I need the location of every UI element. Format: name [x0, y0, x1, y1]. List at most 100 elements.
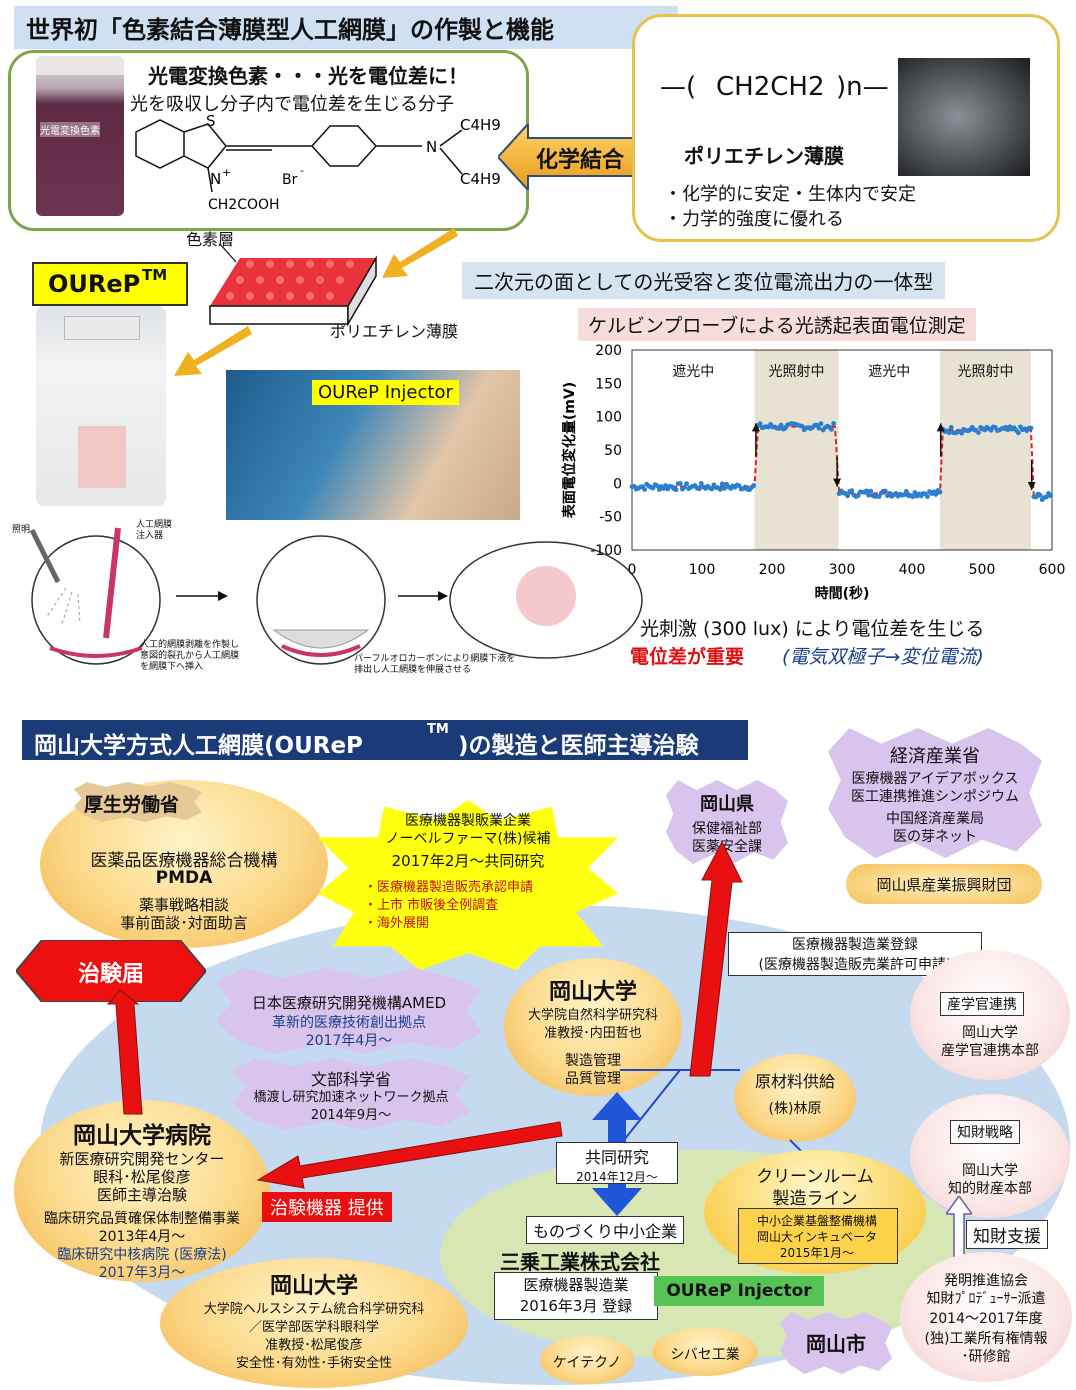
y-tick-label-0: 200 [595, 343, 622, 359]
joint-research-title: 共同研究 [584, 1148, 649, 1167]
pe-formula-right: )n— [836, 72, 889, 102]
sanjo-name: 三乗工業株式会社 [500, 1250, 660, 1274]
data-point-0 [709, 486, 715, 492]
data-point-1 [757, 421, 763, 427]
okayama-pref-title: 岡山県 [700, 794, 754, 815]
data-point-0 [642, 487, 647, 492]
raw-material-title: 原材料供給 [754, 1072, 835, 1091]
data-point-3 [1016, 430, 1021, 436]
pe-heading: ポリエチレン薄膜 [684, 144, 844, 168]
okayama-univ-line-1: 大学院自然科学研究科 [527, 1008, 658, 1023]
joint-research: 共同研究 2014年12月～ [556, 1142, 678, 1184]
okayama-pref-line-1: 保健福祉部 [692, 821, 762, 837]
manufacturer-line-1: 医療機器製造業 [523, 1276, 629, 1294]
data-point-1 [799, 423, 805, 429]
meti-title: 経済産業省 [890, 746, 980, 767]
dye-subheading: 光を吸収し分子内で電位差を生じる分子 [130, 94, 454, 115]
eye-label-step1: 人工的網膜剥離を作製し 意図的裂孔から人工網膜 を網膜下へ挿入 [140, 640, 240, 672]
data-point-1 [831, 420, 836, 426]
data-point-3 [946, 430, 952, 436]
x-tick-label-0: 0 [628, 562, 637, 578]
phase-band-1 [754, 350, 839, 550]
data-point-3 [1028, 425, 1034, 431]
film-layer-diagram [209, 244, 377, 327]
iua-title: 産学官連携 [940, 992, 1024, 1016]
okayama-city: 岡山市 [806, 1332, 866, 1356]
ip-support-arrow [946, 1196, 972, 1258]
keiteku-oval [540, 1336, 634, 1384]
okayama-pref-line-2: 医薬安全課 [692, 839, 762, 855]
transition-arrowhead-0 [751, 423, 760, 432]
meti-line-2: 医工連携推進シンポジウム [851, 789, 1019, 805]
data-point-0 [654, 483, 660, 489]
hospital-line-2: 眼科･松尾俊彦 [93, 1168, 191, 1186]
red-arrows [106, 840, 743, 1189]
amed-sub: 革新的医療技術創出拠点 [272, 1015, 426, 1031]
hospital-oval [14, 1100, 270, 1282]
eye-label-step2: パーフルオロカーボンにより網膜下液を 排出し人工網膜を伸展させる [354, 654, 516, 675]
pe-formula-mid: CH2CH2 [716, 72, 825, 102]
data-point-0 [696, 486, 702, 492]
jiii-line-3: 2014～2017年度 [929, 1311, 1043, 1327]
hospital-title: 岡山大学病院 [73, 1123, 211, 1149]
ip-title: 知財戦略 [950, 1120, 1020, 1144]
amed-title: 日本医療研究開発機構AMED [251, 994, 447, 1012]
injector-box: OUReP Injector [654, 1276, 824, 1306]
manufacturer-box: 医療機器製造業 2016年3月 登録 [494, 1272, 658, 1320]
stim-text: 光刺激 (300 lux) により電位差を生じる [640, 618, 985, 640]
y-tick-label-6: -100 [590, 543, 622, 559]
okayama-univ-line-2: 准教授･内田哲也 [544, 1026, 642, 1041]
jiii-oval [900, 1252, 1072, 1382]
mhlw-line-4: 事前面談･対面助言 [120, 914, 248, 932]
cleanroom-title: クリーンルーム [756, 1167, 874, 1187]
dye-molecule: S N + Br - N C4H9 C4H9 CH2COOH [135, 112, 501, 213]
hospital-line-5: 2013年4月～ [98, 1229, 186, 1245]
data-point-4 [1037, 492, 1043, 498]
nobel-bullet-1: ・医療機器製造販売承認申請 [364, 880, 534, 895]
raw-material-name: (株)林原 [768, 1101, 822, 1117]
ip-support: 知財支援 [966, 1220, 1048, 1249]
data-point-1 [778, 422, 784, 428]
y-tick-label-1: 150 [595, 376, 622, 392]
x-tick-label-3: 300 [829, 562, 856, 578]
health-univ-line-1: 大学院ヘルスシステム統合科学研究科 [203, 1302, 425, 1317]
mhlw-line-2: PMDA [155, 868, 213, 888]
mol-label-ch2cooh: CH2COOH [208, 197, 280, 213]
bottom-title-end: )の製造と医師主導治験 [458, 733, 699, 759]
data-point-2 [868, 488, 874, 494]
device-supply: 治験機器 提供 [262, 1192, 392, 1222]
x-tick-label-4: 400 [899, 562, 926, 578]
bond-label: 化学結合 [536, 148, 625, 173]
data-point-4 [1048, 493, 1053, 499]
okayama-pref-star [666, 780, 788, 864]
cleanroom-line-3: 2015年1月～ [779, 1246, 855, 1260]
jiii-line-2: 知財ﾌﾟﾛﾃﾞｭｰｻｰ派遣 [926, 1291, 1046, 1307]
eye-diagrams [29, 527, 643, 665]
y-tick-label-2: 100 [595, 410, 622, 426]
data-point-2 [876, 494, 882, 499]
data-point-0 [717, 487, 723, 492]
pe-bullet-1: ・化学的に安定・生体内で安定 [664, 184, 916, 205]
transition-arrowhead-3 [1027, 482, 1036, 490]
raw-material-oval [734, 1054, 856, 1142]
stim-red: 電位差が重要 [630, 646, 745, 668]
mext-sub: 橋渡し研究加速ネットワーク拠点 [253, 1090, 449, 1105]
okayama-univ-title: 岡山大学 [548, 980, 637, 1005]
eye-label-light: 照明 [12, 525, 31, 535]
cleanroom-line-2: 岡山大インキュベータ [756, 1230, 877, 1244]
iua-line-2: 産学官連携本部 [941, 1043, 1039, 1059]
health-univ-line-3: 准教授･松尾俊彦 [265, 1338, 363, 1353]
mol-label-n1: N [210, 170, 221, 188]
data-point-2 [864, 488, 869, 494]
mol-label-minus: - [300, 164, 304, 177]
amed-date: 2017年4月～ [305, 1033, 393, 1049]
yellow-arrow-to-vial [174, 326, 252, 376]
meti-star [828, 728, 1042, 858]
manufacturer-line-2: 2016年3月 登録 [519, 1297, 633, 1315]
mhlw-title-badge [74, 782, 202, 822]
health-univ-title: 岡山大学 [269, 1274, 358, 1299]
mext-title: 文部科学省 [310, 1070, 391, 1089]
vial-label: 光電変換色素 [40, 122, 100, 137]
cleanroom-line-1: 中小企業基盤整備機構 [756, 1214, 877, 1228]
